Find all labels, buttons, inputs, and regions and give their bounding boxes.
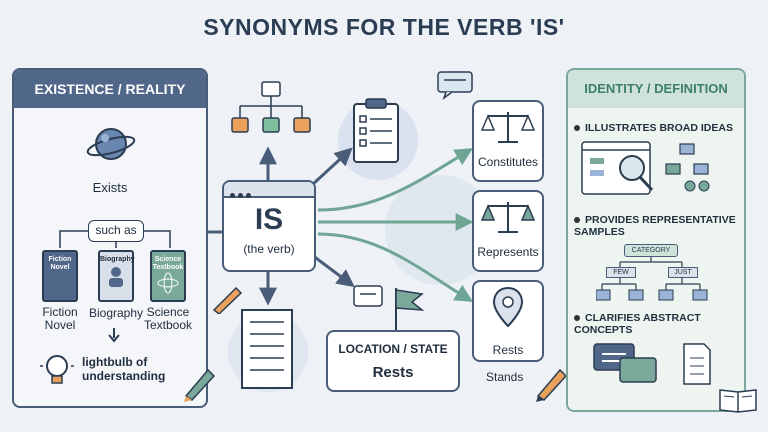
bullet-text: CLARIFIES ABSTRACT CONCEPTS — [574, 312, 701, 336]
bullet-broad-ideas: ILLUSTRATES BROAD IDEAS — [574, 122, 744, 134]
arrow-down-icon — [108, 328, 120, 343]
window-titlebar — [224, 182, 314, 198]
hierarchy-icon — [231, 81, 311, 133]
bg-circle — [385, 175, 495, 285]
is-verb-card: IS (the verb) — [222, 180, 316, 272]
location-word: Rests — [372, 364, 414, 381]
pencil-icon — [184, 368, 216, 402]
book-cover-text: Biography — [100, 256, 135, 263]
person-icon — [109, 267, 123, 287]
constitutes-card: Constitutes — [472, 100, 544, 182]
lightbulb-icon — [40, 355, 74, 384]
tree-root: CATEGORY — [624, 244, 678, 257]
page-title: SYNONYMS FOR THE VERB 'IS' — [203, 14, 565, 40]
lightbulb-label: lightbulb of understanding — [82, 355, 166, 383]
bullet-icon — [574, 217, 580, 224]
planet-icon — [86, 128, 136, 160]
identity-heading: IDENTITY / DEFINITION — [568, 70, 744, 108]
existence-heading: EXISTENCE / REALITY — [14, 70, 206, 108]
sub-word: (the verb) — [243, 242, 295, 256]
bullet-abstract-concepts: CLARIFIES ABSTRACT CONCEPTS — [574, 312, 744, 336]
location-pin-icon — [492, 286, 524, 328]
scales-icon — [480, 202, 536, 233]
stands-label: Stands — [486, 370, 524, 384]
rests-card: Rests — [472, 280, 544, 362]
magnifier-diagram-icon — [581, 141, 710, 195]
clipboard-icon — [353, 98, 399, 163]
atom-icon — [157, 272, 179, 294]
tree-node-few: FEW — [606, 267, 636, 278]
book-cover-text: Fiction Novel — [48, 256, 72, 271]
location-state-box: LOCATION / STATE Rests — [326, 330, 460, 392]
open-book-icon — [719, 389, 757, 413]
bullet-text: ILLUSTRATES BROAD IDEAS — [585, 122, 733, 134]
flag-icon — [353, 285, 425, 330]
speech-bubble-icon — [437, 71, 473, 100]
bullet-text: PROVIDES REPRESENTATIVE SAMPLES — [574, 214, 736, 238]
location-heading: LOCATION / STATE — [338, 342, 448, 356]
book-science-textbook: Science Textbook — [150, 250, 186, 302]
bullet-representative-samples: PROVIDES REPRESENTATIVE SAMPLES — [574, 214, 744, 238]
main-word: IS — [254, 203, 284, 236]
tree-node-just: JUST — [668, 267, 698, 278]
book-caption-science: Science Textbook — [143, 305, 193, 332]
rests-label: Rests — [492, 343, 524, 357]
bullet-icon — [574, 315, 580, 322]
scales-icon — [480, 112, 536, 143]
represents-label: Represents — [477, 245, 539, 259]
book-caption-biography: Biography — [88, 306, 144, 320]
book-fiction-novel: Fiction Novel — [42, 250, 78, 302]
pencil-icon — [212, 286, 243, 314]
represents-card: Represents — [472, 190, 544, 272]
book-cover-text: Science Textbook — [152, 256, 184, 271]
category-tree-lines — [596, 257, 708, 301]
constitutes-label: Constitutes — [477, 155, 539, 169]
book-caption-fiction: Fiction Novel — [42, 305, 78, 332]
exists-label: Exists — [92, 180, 128, 195]
book-biography: Biography — [98, 250, 135, 302]
document-checklist-icon — [241, 309, 293, 389]
chat-documents-icon — [593, 343, 711, 385]
bullet-icon — [574, 125, 580, 132]
such-as-label: such as — [88, 220, 144, 242]
such-as-branches — [59, 230, 171, 248]
